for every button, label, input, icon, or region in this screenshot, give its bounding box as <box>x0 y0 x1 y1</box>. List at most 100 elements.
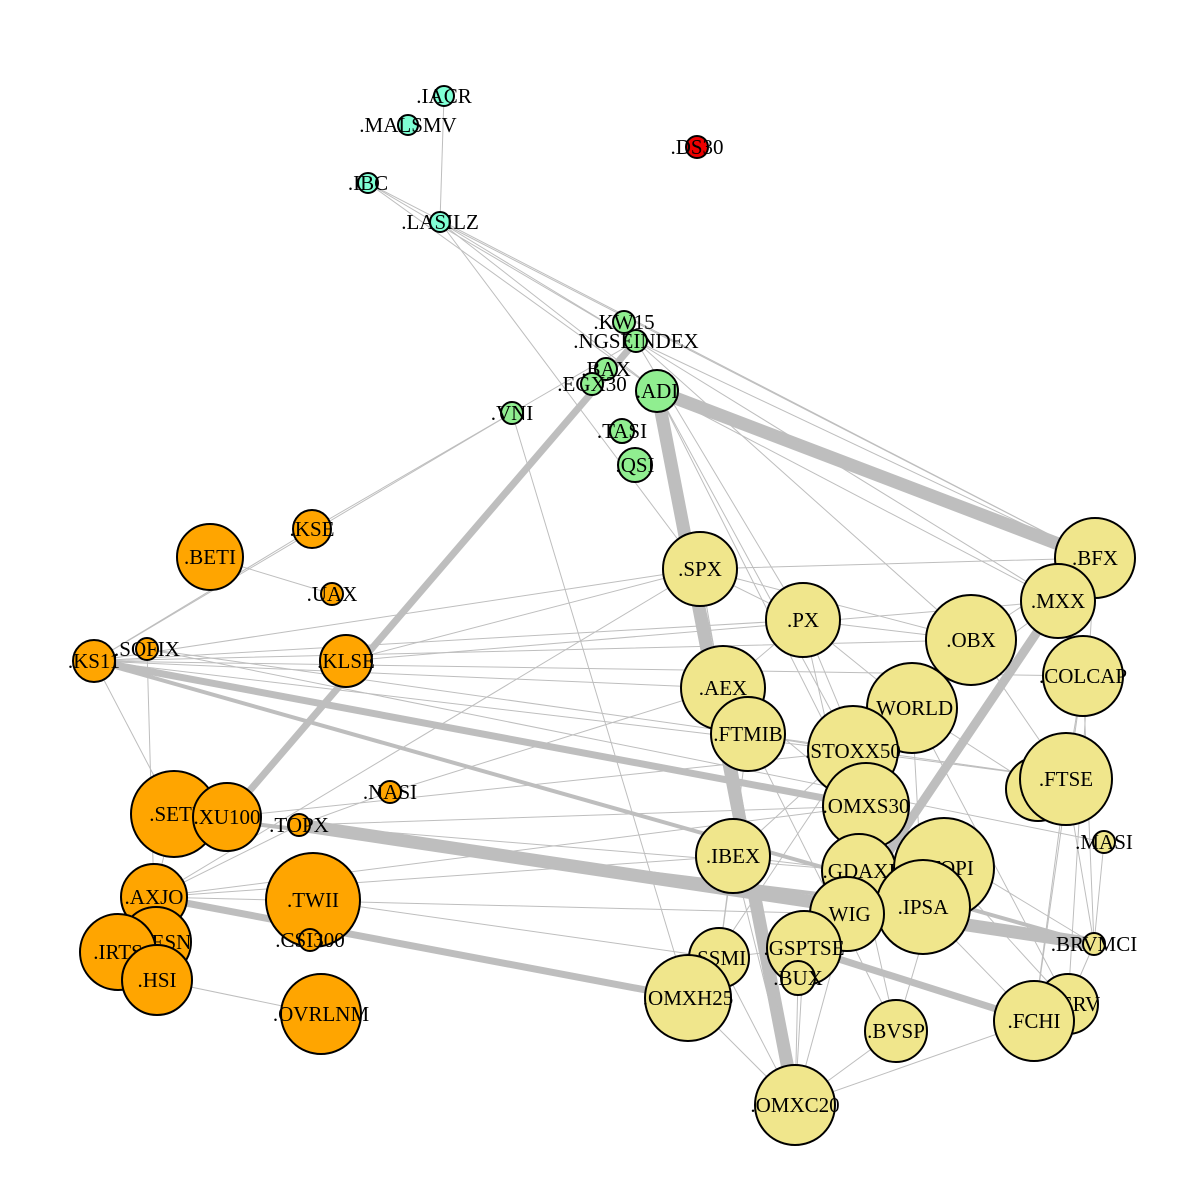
node-px[interactable]: .PX <box>765 582 841 658</box>
node-circle[interactable] <box>754 1064 836 1146</box>
edge-ngseindex-vni <box>511 340 637 414</box>
node-ftmib[interactable]: .FTMIB <box>710 696 786 772</box>
node-lasilz[interactable]: .LASILZ <box>401 210 479 234</box>
node-circle[interactable] <box>617 447 653 483</box>
node-circle[interactable] <box>612 310 636 334</box>
edge-ibex-omxc20 <box>732 855 796 1106</box>
node-masi[interactable]: .MASI <box>1075 830 1133 854</box>
node-ds30[interactable]: .DS30 <box>670 135 724 159</box>
node-circle[interactable] <box>1020 563 1096 639</box>
node-twii[interactable]: .TWII <box>265 852 361 948</box>
node-uax[interactable]: .UAX <box>307 582 358 606</box>
node-circle[interactable] <box>765 582 841 658</box>
node-ibc[interactable]: .IBC <box>348 171 388 195</box>
node-omxc20[interactable]: .OMXC20 <box>750 1064 840 1146</box>
node-bax[interactable]: .BAX <box>581 357 631 381</box>
node-omxs30[interactable]: .OMXS30 <box>822 762 910 850</box>
node-label: .IPSA <box>898 895 950 919</box>
edge-vni-omxh25 <box>511 412 689 999</box>
node-klse[interactable]: .KLSE <box>317 634 375 688</box>
node-circle[interactable] <box>1082 932 1106 956</box>
node-circle[interactable] <box>780 960 816 996</box>
node-circle[interactable] <box>429 211 451 233</box>
node-circle[interactable] <box>1092 830 1116 854</box>
node-nasi[interactable]: .NASI <box>363 780 417 804</box>
node-circle[interactable] <box>292 509 332 549</box>
node-label: .OMXC20 <box>750 1093 839 1117</box>
edge-nasi-aex <box>389 687 724 793</box>
node-circle[interactable] <box>176 523 244 591</box>
node-circle[interactable] <box>624 329 648 353</box>
node-circle[interactable] <box>993 980 1075 1062</box>
node-ks11[interactable]: .KS11 <box>68 639 120 683</box>
node-malsmv[interactable]: .MALSMV <box>359 113 456 137</box>
node-tasi[interactable]: .TASI <box>597 418 647 444</box>
node-bux[interactable]: .BUX <box>773 960 823 996</box>
edge-lasilz-adi <box>439 221 658 392</box>
node-csi300[interactable]: .CSI300 <box>275 928 345 952</box>
node-omxh25[interactable]: .OMXH25 <box>643 954 733 1042</box>
node-circle[interactable] <box>864 999 928 1063</box>
node-seti[interactable]: .SETI <box>130 770 218 858</box>
node-circle[interactable] <box>710 696 786 772</box>
node-brvmci[interactable]: .BRVMCI <box>1051 932 1137 956</box>
node-spx[interactable]: .SPX <box>662 531 738 607</box>
node-circle[interactable] <box>397 114 419 136</box>
node-circle[interactable] <box>135 637 159 661</box>
node-ibex[interactable]: .IBEX <box>695 818 771 894</box>
node-circle[interactable] <box>925 594 1017 686</box>
node-circle[interactable] <box>320 582 344 606</box>
edge-axjo-ibex <box>153 855 734 898</box>
node-circle[interactable] <box>662 531 738 607</box>
node-circle[interactable] <box>121 944 193 1016</box>
node-circle[interactable] <box>580 372 604 396</box>
node-circle[interactable] <box>72 639 116 683</box>
node-circle[interactable] <box>192 782 262 852</box>
edge-ngseindex-obx <box>635 340 972 641</box>
node-ftse[interactable]: .FTSE <box>1019 732 1113 826</box>
node-beti[interactable]: .BETI <box>176 523 244 591</box>
node-label: .TWII <box>287 888 339 912</box>
node-vni[interactable]: .VNI <box>491 401 534 425</box>
node-circle[interactable] <box>500 401 524 425</box>
node-hsi[interactable]: .HSI <box>121 944 193 1016</box>
node-kw15[interactable]: .KW15 <box>593 310 655 334</box>
node-circle[interactable] <box>287 813 311 837</box>
node-circle[interactable] <box>378 780 402 804</box>
node-egx30[interactable]: .EGX30 <box>557 372 627 396</box>
node-ovrlnm[interactable]: .OVRLNM <box>273 973 370 1055</box>
edge-lasilz-ngseindex <box>439 221 637 342</box>
node-label: .EGX30 <box>557 372 626 396</box>
edge-iacr-lasilz <box>439 95 445 223</box>
node-circle[interactable] <box>609 418 635 444</box>
node-circle[interactable] <box>357 172 379 194</box>
node-obx[interactable]: .OBX <box>925 594 1017 686</box>
node-mxx[interactable]: .MXX <box>1020 563 1096 639</box>
node-circle[interactable] <box>319 634 373 688</box>
node-colcap[interactable]: .COLCAP <box>1039 635 1127 717</box>
node-circle[interactable] <box>695 818 771 894</box>
node-circle[interactable] <box>635 369 679 413</box>
node-qsi[interactable]: .QSI <box>615 447 655 483</box>
node-circle[interactable] <box>433 85 455 107</box>
node-circle[interactable] <box>1019 732 1113 826</box>
node-circle[interactable] <box>280 973 362 1055</box>
node-circle[interactable] <box>644 954 732 1042</box>
node-circle[interactable] <box>298 928 322 952</box>
node-sofix[interactable]: .SOFIX <box>114 637 180 661</box>
node-ipsa[interactable]: .IPSA <box>875 859 971 955</box>
edge-ngseindex-bfx <box>635 340 1096 559</box>
node-circle[interactable] <box>594 357 618 381</box>
node-circle[interactable] <box>685 135 709 159</box>
node-xu100[interactable]: .XU100 <box>192 782 262 852</box>
edge-lasilz-spx <box>439 221 701 570</box>
node-bvsp[interactable]: .BVSP <box>864 999 928 1063</box>
node-fchi[interactable]: .FCHI <box>993 980 1075 1062</box>
node-iacr[interactable]: .IACR <box>416 84 471 108</box>
node-ngseindex[interactable]: .NGSEINDEX <box>573 329 699 353</box>
node-kse[interactable]: .KSE <box>290 509 335 549</box>
node-circle[interactable] <box>1042 635 1124 717</box>
node-adi[interactable]: .ADI <box>635 369 679 413</box>
node-topx[interactable]: .TOPX <box>269 813 329 837</box>
